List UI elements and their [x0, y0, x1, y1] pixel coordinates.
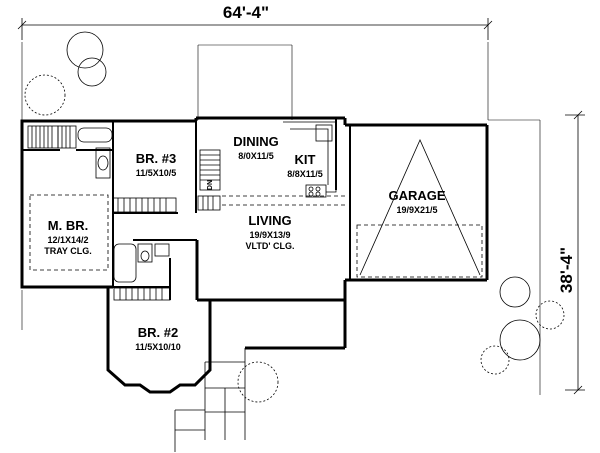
dining-name: DINING — [233, 134, 279, 149]
fixtures — [27, 121, 483, 452]
exterior-walls — [20, 116, 489, 394]
dining-size: 8/0X11/5 — [238, 151, 274, 161]
living-name: LIVING — [248, 213, 291, 228]
landscape-trees — [24, 31, 565, 403]
bedroom-2-size: 11/5X10/10 — [135, 342, 181, 352]
master-bedroom-name: M. BR. — [48, 218, 88, 233]
bedroom-2-name: BR. #2 — [138, 325, 178, 340]
master-bedroom-note: TRAY CLG. — [44, 246, 92, 256]
driveway — [197, 44, 293, 120]
width-dimension-line — [17, 18, 493, 40]
master-bedroom-size: 12/1X14/2 — [47, 235, 88, 245]
living-note: VLTD' CLG. — [246, 241, 295, 251]
garage-size: 19/9X21/5 — [396, 205, 437, 215]
bedroom-3-size: 11/5X10/5 — [136, 168, 177, 178]
depth-dimension: 38'-4" — [557, 247, 576, 293]
interior-walls — [22, 118, 351, 300]
kitchen-size: 8/8X11/5 — [287, 169, 323, 179]
bedroom-3-name: BR. #3 — [136, 151, 176, 166]
stair-down-label: DN — [207, 180, 214, 190]
living-size: 19/9X13/9 — [249, 230, 290, 240]
lot-lines — [21, 42, 541, 395]
kitchen-name: KIT — [295, 152, 316, 167]
width-dimension: 64'-4" — [223, 3, 269, 22]
depth-dimension-line — [565, 110, 585, 395]
garage-name: GARAGE — [388, 188, 445, 203]
